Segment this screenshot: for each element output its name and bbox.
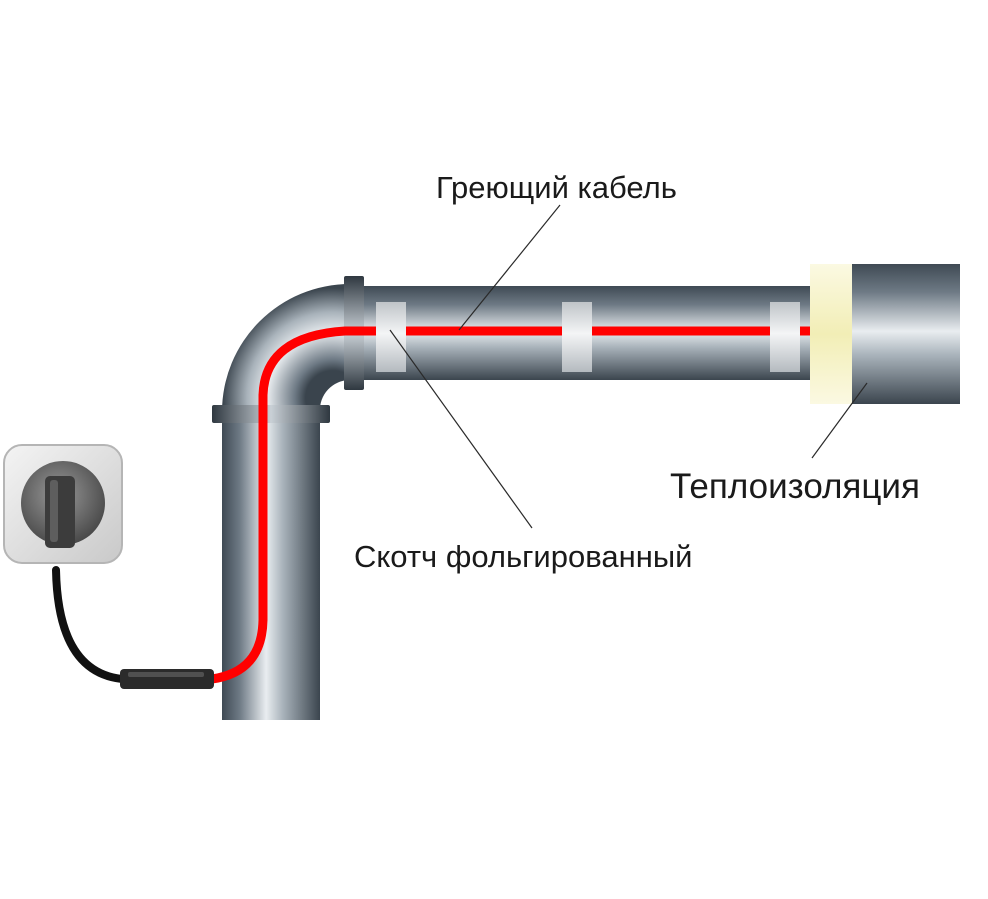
- cable-coupling-highlight: [128, 672, 204, 677]
- power-plug-icon: [45, 476, 75, 548]
- heating-cable-label: Греющий кабель: [436, 170, 677, 205]
- insulated-pipe-section: [852, 264, 960, 404]
- plug-highlight: [50, 480, 58, 542]
- power-cord: [52, 566, 126, 683]
- leader-line-heating-cable: [458, 204, 561, 331]
- leader-line-foil-tape: [389, 329, 533, 529]
- leader-line-insulation: [811, 382, 868, 459]
- vertical-pipe-flange: [212, 405, 330, 423]
- foil-tape-strip: [770, 302, 800, 372]
- foil-tape-strip: [376, 302, 406, 372]
- foil-tape-strip: [562, 302, 592, 372]
- heating-cable: [207, 326, 817, 684]
- insulation-ring: [810, 264, 858, 404]
- insulation-label: Теплоизоляция: [670, 467, 920, 506]
- foil-tape-label: Скотч фольгированный: [354, 539, 693, 574]
